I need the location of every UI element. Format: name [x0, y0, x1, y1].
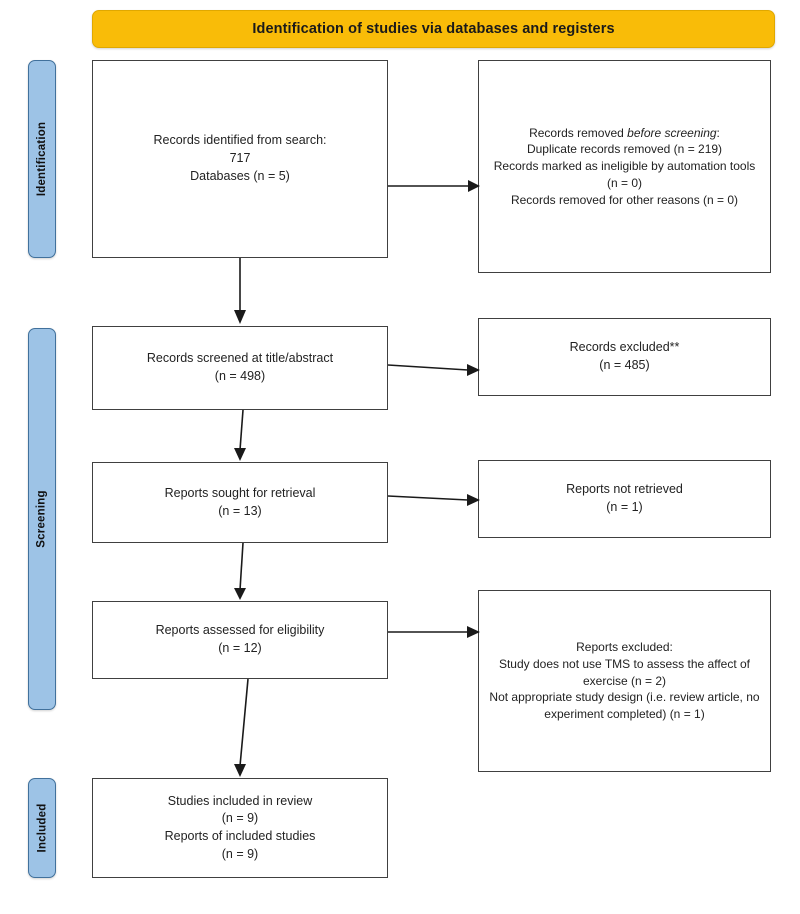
box-studies-included: Studies included in review (n = 9) Repor…	[92, 778, 388, 878]
box-records-identified: Records identified from search: 717 Data…	[92, 60, 388, 258]
box-reports-not-retrieved: Reports not retrieved (n = 1)	[478, 460, 771, 538]
stage-label-screening: Screening	[28, 328, 56, 710]
box-reports-excluded: Reports excluded: Study does not use TMS…	[478, 590, 771, 772]
banner-title: Identification of studies via databases …	[252, 21, 615, 37]
identification-banner: Identification of studies via databases …	[92, 10, 775, 48]
box-reports-assessed: Reports assessed for eligibility (n = 12…	[92, 601, 388, 679]
arrow-sought-to-not-retrieved	[387, 494, 480, 506]
box-records-identified-text: Records identified from search: 717 Data…	[153, 133, 327, 183]
box-records-excluded-text: Records excluded** (n = 485)	[569, 340, 680, 372]
records-removed-italic-before: before	[627, 125, 662, 140]
box-records-removed: Records removed before screening: Duplic…	[478, 60, 771, 273]
box-records-removed-text: Records removed before screening: Duplic…	[487, 125, 762, 209]
box-reports-sought: Reports sought for retrieval (n = 13)	[92, 462, 388, 543]
records-removed-italic-screening: screening	[664, 125, 717, 140]
box-records-screened-text: Records screened at title/abstract (n = …	[146, 351, 334, 383]
arrow-screened-to-sought	[234, 409, 246, 461]
arrow-assessed-to-included	[234, 678, 249, 777]
stage-label-screening-text: Screening	[36, 490, 48, 548]
box-records-excluded: Records excluded** (n = 485)	[478, 318, 771, 396]
stage-label-identification: Identification	[28, 60, 56, 258]
box-reports-not-retrieved-text: Reports not retrieved (n = 1)	[566, 482, 683, 514]
records-removed-rest: : Duplicate records removed (n = 219) Re…	[493, 125, 756, 207]
box-reports-assessed-text: Reports assessed for eligibility (n = 12…	[155, 623, 325, 655]
arrow-screened-to-excluded	[387, 364, 480, 376]
stage-label-included-text: Included	[36, 803, 49, 853]
stage-label-identification-text: Identification	[36, 121, 49, 197]
box-records-screened: Records screened at title/abstract (n = …	[92, 326, 388, 410]
arrow-sought-to-assessed	[234, 542, 246, 600]
arrow-assessed-to-reports-excluded	[388, 626, 480, 638]
box-studies-included-text: Studies included in review (n = 9) Repor…	[164, 793, 316, 861]
arrow-identified-to-screened	[234, 258, 246, 324]
box-reports-excluded-text: Reports excluded: Study does not use TMS…	[489, 640, 760, 722]
stage-label-included: Included	[28, 778, 56, 878]
arrow-identified-to-removed	[388, 180, 480, 192]
records-removed-prefix: Records removed	[529, 125, 628, 140]
box-reports-sought-text: Reports sought for retrieval (n = 13)	[164, 485, 316, 518]
